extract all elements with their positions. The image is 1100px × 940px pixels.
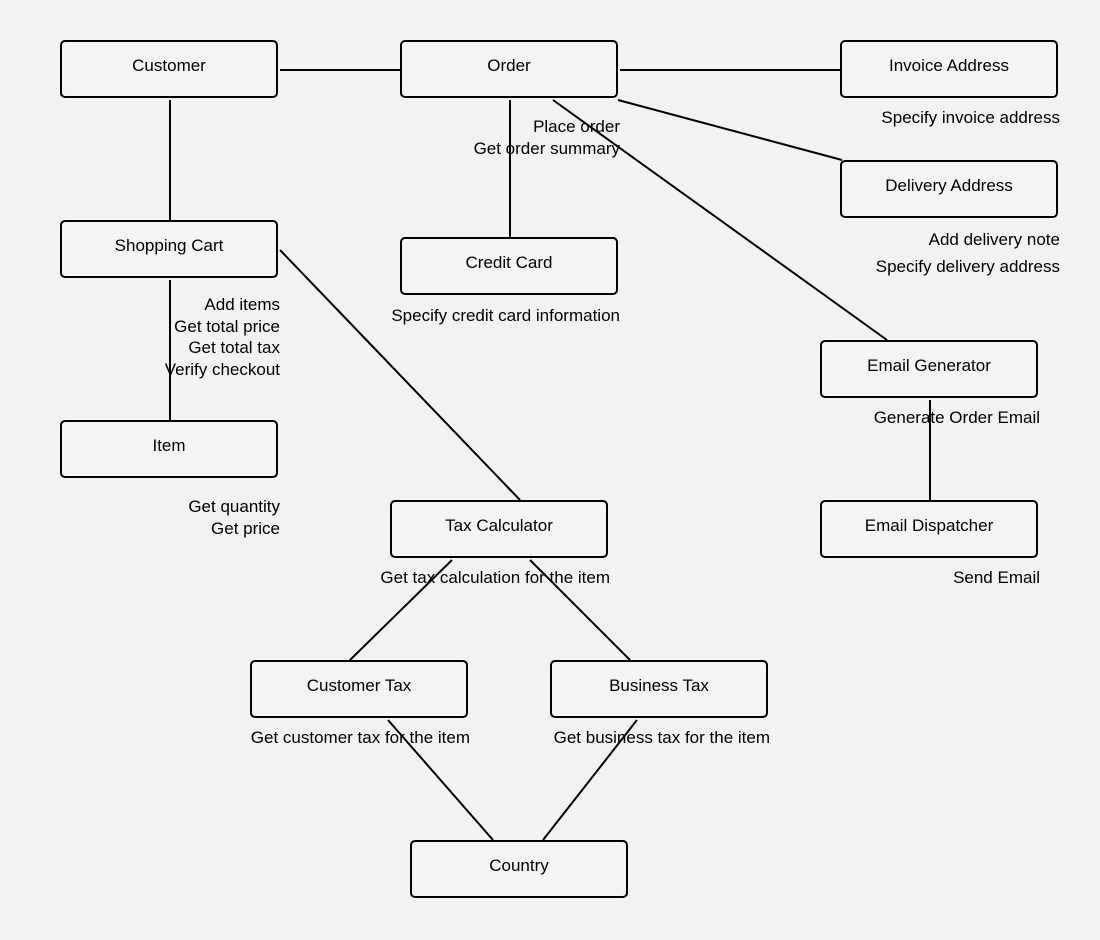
method-text: Get customer tax for the item	[250, 728, 470, 747]
node-label: Tax Calculator	[445, 516, 553, 535]
email-dispatcher-methods: Send Email	[953, 567, 1040, 589]
edge-shopping-cart-tax-calculator	[279, 249, 521, 501]
method-text: Get total price	[174, 316, 280, 336]
node-label: Customer Tax	[306, 676, 412, 695]
method-text: Get price	[211, 518, 280, 538]
method-text: Get order summary	[473, 138, 620, 158]
node-customer-tax: Customer Tax	[250, 660, 468, 718]
node-email-generator: Email Generator	[820, 340, 1038, 398]
edge-customer-tax-country	[387, 719, 494, 841]
method-text: Get tax calculation for the item	[380, 568, 610, 587]
node-label: Invoice Address	[888, 56, 1009, 75]
node-delivery-address: Delivery Address	[840, 160, 1058, 218]
method-text: Get quantity	[188, 497, 280, 516]
method-text: Add delivery note	[928, 230, 1060, 249]
edge-business-tax-country	[542, 719, 638, 841]
method-text: Add items	[204, 295, 280, 314]
node-invoice-address: Invoice Address	[840, 40, 1058, 98]
edge-order-email-generator	[552, 99, 888, 341]
method-text: Specify credit card information	[391, 306, 620, 325]
node-credit-card: Credit Card	[400, 237, 618, 295]
node-label: Email Generator	[867, 356, 991, 375]
node-business-tax: Business Tax	[550, 660, 768, 718]
method-text: Specify invoice address	[881, 108, 1060, 127]
shopping-cart-methods: Add items Get total price Get total tax …	[165, 294, 280, 380]
node-email-dispatcher: Email Dispatcher	[820, 500, 1038, 558]
method-text: Get total tax	[188, 338, 280, 357]
item-methods: Get quantity Get price	[188, 496, 280, 539]
node-label: Customer	[132, 56, 206, 75]
method-text: Get business tax for the item	[553, 728, 770, 747]
node-label: Business Tax	[609, 676, 709, 695]
email-generator-methods: Generate Order Email	[874, 407, 1040, 429]
delivery-address-methods: Add delivery note Specify delivery addre…	[876, 226, 1060, 280]
method-text: Place order	[533, 117, 620, 136]
node-label: Credit Card	[465, 253, 553, 272]
order-methods: Place order Get order summary	[474, 116, 620, 159]
method-text: Verify checkout	[164, 359, 280, 379]
node-label: Shopping Cart	[114, 236, 224, 255]
invoice-address-methods: Specify invoice address	[881, 107, 1060, 129]
node-label: Item	[152, 436, 186, 455]
node-item: Item	[60, 420, 278, 478]
method-text: Specify delivery address	[875, 257, 1060, 276]
method-text: Generate Order Email	[873, 408, 1040, 427]
node-label: Order	[487, 56, 531, 75]
node-tax-calculator: Tax Calculator	[390, 500, 608, 558]
credit-card-methods: Specify credit card information	[391, 305, 620, 327]
node-label: Delivery Address	[885, 176, 1013, 195]
node-order: Order	[400, 40, 618, 98]
node-label: Email Dispatcher	[864, 516, 994, 535]
node-shopping-cart: Shopping Cart	[60, 220, 278, 278]
edge-tax-calculator-customer-tax	[349, 559, 453, 661]
edge-tax-calculator-business-tax	[529, 559, 631, 661]
tax-calculator-methods: Get tax calculation for the item	[380, 567, 610, 589]
edge-order-delivery-address	[617, 99, 843, 161]
customer-tax-methods: Get customer tax for the item	[251, 727, 470, 749]
method-text: Send Email	[953, 568, 1040, 587]
node-customer: Customer	[60, 40, 278, 98]
node-country: Country	[410, 840, 628, 898]
business-tax-methods: Get business tax for the item	[554, 727, 770, 749]
node-label: Country	[489, 856, 549, 875]
